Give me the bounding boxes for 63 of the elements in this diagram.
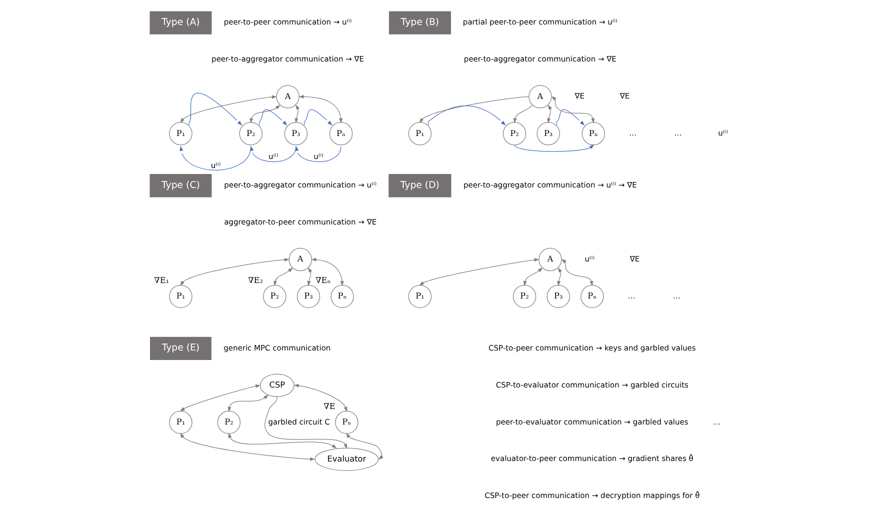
node-circle: Pₙ: [330, 284, 354, 308]
arrow: [179, 384, 260, 412]
node-label: ∇E₂: [248, 274, 262, 284]
node-circle: P₂: [502, 122, 526, 145]
node-circle: P₂: [216, 410, 240, 434]
arrow: [293, 383, 347, 412]
node-label: ∇E₁: [154, 274, 169, 284]
arrow: [298, 94, 342, 123]
node-circle: P₁: [168, 410, 192, 434]
node-circle: P₃: [536, 122, 560, 145]
node-box: Type (B): [388, 10, 450, 34]
node-circle: P₂: [262, 284, 286, 308]
arrow: [346, 432, 383, 460]
node-circle: P₁: [168, 122, 192, 145]
node-circle: Pₙ: [581, 122, 604, 145]
arrow: [188, 92, 242, 126]
arrow: [560, 258, 593, 286]
arrow: [418, 258, 539, 286]
arrow: [264, 396, 346, 448]
arrow: [427, 105, 506, 125]
arrow: [556, 266, 562, 286]
arrow: [418, 96, 528, 123]
node-box: Type (D): [388, 174, 451, 197]
node-circle: P₁: [408, 284, 432, 308]
node-circle: P₃: [284, 122, 308, 145]
node-circle: P₂: [512, 284, 536, 308]
arrow: [179, 145, 251, 170]
arrow: [294, 104, 300, 123]
node-circle: P₃: [546, 284, 570, 308]
arrow: [306, 266, 312, 286]
arrow: [512, 104, 532, 123]
arrow: [550, 96, 594, 123]
node-box: Type (C): [149, 174, 212, 197]
node-circle: Pₙ: [334, 410, 358, 434]
arrow: [310, 257, 344, 286]
arrow: [556, 108, 584, 126]
node-ellipse: CSP: [259, 373, 294, 396]
node-circle: P₃: [296, 284, 320, 308]
arrow: [272, 267, 292, 286]
node-label: ∇Eₙ: [315, 274, 330, 284]
arrow: [258, 108, 287, 126]
node-circle: P₂: [238, 122, 262, 145]
node-label: ∇E: [323, 400, 335, 410]
arrow: [228, 432, 336, 448]
node-ellipse: Evaluator: [314, 447, 378, 470]
node-box: Type (E): [150, 336, 211, 360]
arrow: [514, 144, 594, 152]
arrow: [249, 104, 280, 123]
node-circle: A: [528, 84, 552, 108]
node-circle: Pₙ: [328, 122, 352, 145]
arrow: [180, 432, 315, 460]
arrow: [546, 104, 552, 123]
arrow: [227, 394, 268, 412]
arrow: [522, 267, 542, 286]
node-circle: Pₙ: [580, 284, 604, 308]
arrow: [180, 94, 276, 123]
arrow: [250, 145, 296, 162]
arrow: [294, 145, 341, 162]
node-box: Type (A): [149, 10, 212, 34]
node-circle: P₁: [168, 284, 192, 308]
arrow: [180, 257, 289, 286]
arrow: [303, 108, 332, 126]
node-circle: P₁: [408, 122, 432, 145]
